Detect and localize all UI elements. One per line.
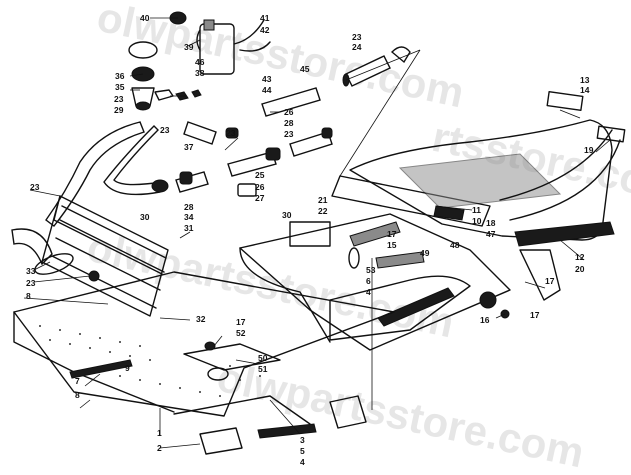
coolant-pipe-left xyxy=(11,121,169,266)
callout-35: 35 xyxy=(115,82,125,92)
heat-exchanger xyxy=(34,195,169,317)
callout-7: 7 xyxy=(75,376,80,386)
callout-53: 53 xyxy=(366,265,376,275)
callout-11: 11 xyxy=(472,205,481,215)
callout-39: 39 xyxy=(184,42,194,52)
callout-24: 24 xyxy=(352,42,362,52)
callout-12: 12 xyxy=(575,252,585,262)
rear-bumper-assembly xyxy=(331,91,626,301)
callout-numbers: 40 39 41 42 36 35 46 38 23 24 45 43 44 2… xyxy=(26,13,594,467)
callout-28-upper: 28 xyxy=(284,118,294,128)
callout-21: 21 xyxy=(318,195,328,205)
callout-32: 32 xyxy=(196,314,206,324)
leader-lines xyxy=(23,17,611,449)
callout-23-cap: 23 xyxy=(114,94,124,104)
callout-26-upper: 26 xyxy=(284,107,294,117)
callout-44: 44 xyxy=(262,85,272,95)
callout-17-pan: 17 xyxy=(236,317,246,327)
callout-23-mid: 23 xyxy=(284,129,294,139)
callout-23-top: 23 xyxy=(352,32,362,42)
callout-5: 5 xyxy=(300,446,305,456)
callout-20: 20 xyxy=(575,264,585,274)
callout-33: 33 xyxy=(26,266,36,276)
callout-8-lower: 8 xyxy=(75,390,80,400)
callout-8-upper: 8 xyxy=(26,291,31,301)
callout-25: 25 xyxy=(255,170,265,180)
callout-46: 46 xyxy=(195,57,205,67)
callout-17-bumper: 17 xyxy=(545,276,555,286)
callout-45: 45 xyxy=(300,64,310,74)
callout-14: 14 xyxy=(580,85,590,95)
callout-10: 10 xyxy=(472,216,482,226)
callout-17-right: 17 xyxy=(530,310,540,320)
callout-15: 15 xyxy=(387,240,397,250)
callout-47: 47 xyxy=(486,229,496,239)
callout-19: 19 xyxy=(584,145,594,155)
callout-2: 2 xyxy=(157,443,162,453)
callout-26-lower: 26 xyxy=(255,182,265,192)
callout-49: 49 xyxy=(420,248,430,258)
callout-1: 1 xyxy=(157,428,162,438)
callout-41: 41 xyxy=(260,13,270,23)
callout-18: 18 xyxy=(486,218,496,228)
callout-9: 9 xyxy=(125,363,130,373)
callout-6: 6 xyxy=(366,276,371,286)
callout-42: 42 xyxy=(260,25,270,35)
callout-40: 40 xyxy=(140,13,150,23)
watermark-text-bottom: olwpartsstore.com xyxy=(213,353,588,475)
callout-36: 36 xyxy=(115,71,125,81)
callout-23-hose: 23 xyxy=(160,125,170,135)
callout-37: 37 xyxy=(184,142,194,152)
callout-34: 34 xyxy=(184,212,194,222)
callout-27: 27 xyxy=(255,193,265,203)
callout-29: 29 xyxy=(114,105,124,115)
running-board xyxy=(13,271,510,455)
callout-13: 13 xyxy=(580,75,590,85)
callout-16: 16 xyxy=(480,315,490,325)
callout-4-lower: 4 xyxy=(300,457,305,467)
callout-17-tunnel: 17 xyxy=(387,229,397,239)
callout-31: 31 xyxy=(184,223,194,233)
callout-30-left: 30 xyxy=(140,212,150,222)
callout-23-center: 23 xyxy=(226,128,236,138)
callout-52: 52 xyxy=(236,328,246,338)
callout-23-left: 23 xyxy=(30,182,40,192)
callout-3: 3 xyxy=(300,435,305,445)
callout-43: 43 xyxy=(262,74,272,84)
callout-51: 51 xyxy=(258,364,268,374)
callout-23-cooler: 23 xyxy=(26,278,36,288)
callout-22: 22 xyxy=(318,206,328,216)
callout-4-upper: 4 xyxy=(366,287,371,297)
callout-48: 48 xyxy=(450,240,460,250)
callout-38: 38 xyxy=(195,68,205,78)
callout-50: 50 xyxy=(258,353,268,363)
callout-28-lower: 28 xyxy=(184,202,194,212)
callout-30-center: 30 xyxy=(282,210,292,220)
tunnel-chassis xyxy=(239,213,511,351)
